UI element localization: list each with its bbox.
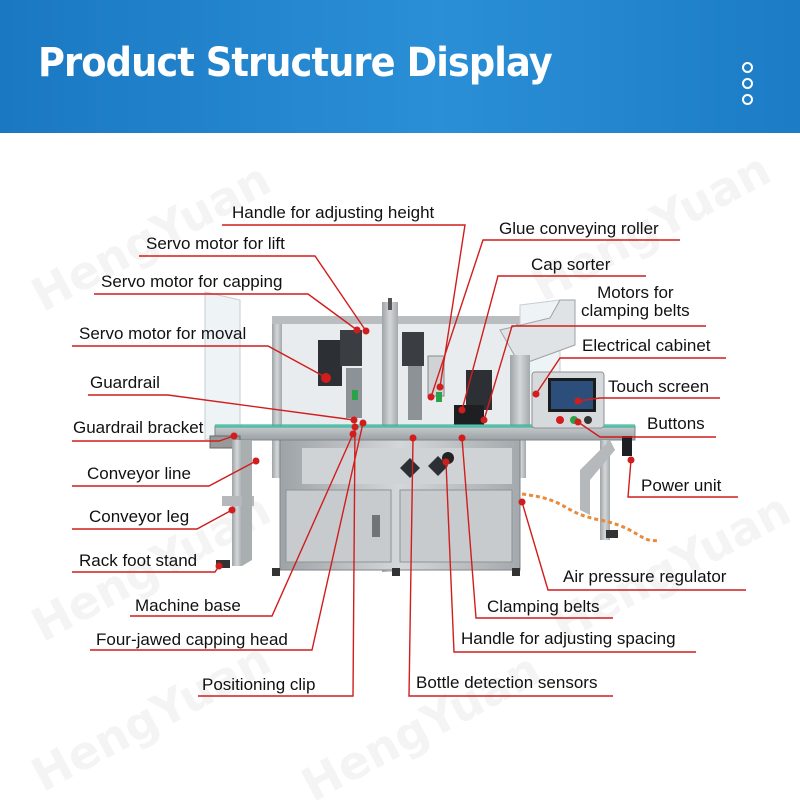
left-conveyor-leg [216, 440, 254, 568]
label-buttons: Buttons [647, 414, 705, 433]
dot-icon [742, 78, 753, 89]
label-positioning-clip: Positioning clip [202, 675, 316, 694]
label-glue-conveying-roller: Glue conveying roller [499, 219, 659, 238]
label-guardrail-bracket: Guardrail bracket [73, 418, 204, 437]
label-rack-foot-stand: Rack foot stand [79, 551, 198, 570]
label-handle-adjusting-height: Handle for adjusting height [232, 203, 435, 222]
cap-sorter-duct [499, 299, 576, 435]
label-power-unit: Power unit [641, 476, 722, 495]
dot-icon [742, 62, 753, 73]
leader-dots [215, 326, 635, 570]
label-servo-motor-moval: Servo motor for moval [79, 324, 247, 343]
label-conveyor-leg: Conveyor leg [89, 507, 190, 526]
label-servo-motor-capping: Servo motor for capping [101, 272, 283, 291]
label-bottle-detection-sensors: Bottle detection sensors [416, 673, 598, 692]
air-hose [521, 492, 661, 543]
electrical-cabinet [531, 371, 605, 429]
label-machine-base: Machine base [135, 596, 241, 615]
page-title: Product Structure Display [38, 40, 553, 86]
right-conveyor-leg [580, 436, 632, 540]
dot-icon [742, 94, 753, 105]
label-touch-screen: Touch screen [608, 377, 710, 396]
leader-lines [72, 224, 746, 697]
menu-dots-icon[interactable] [741, 62, 753, 108]
label-electrical-cabinet: Electrical cabinet [582, 336, 711, 355]
label-cap-sorter: Cap sorter [531, 255, 611, 274]
label-clamping-belts: Clamping belts [487, 597, 600, 616]
label-servo-motor-lift: Servo motor for lift [146, 234, 285, 253]
machine-base-cabinet [279, 439, 521, 571]
label-air-pressure-regulator: Air pressure regulator [563, 567, 727, 586]
label-handle-adjusting-spacing: Handle for adjusting spacing [461, 629, 676, 648]
header-banner: Product Structure Display [0, 0, 800, 133]
label-conveyor-line: Conveyor line [87, 464, 191, 483]
machine-feet [272, 568, 520, 576]
label-motors-clamping-belts: Motors for clamping belts [581, 283, 690, 320]
label-capping-head: Four-jawed capping head [96, 630, 288, 649]
label-guardrail: Guardrail [90, 373, 160, 392]
